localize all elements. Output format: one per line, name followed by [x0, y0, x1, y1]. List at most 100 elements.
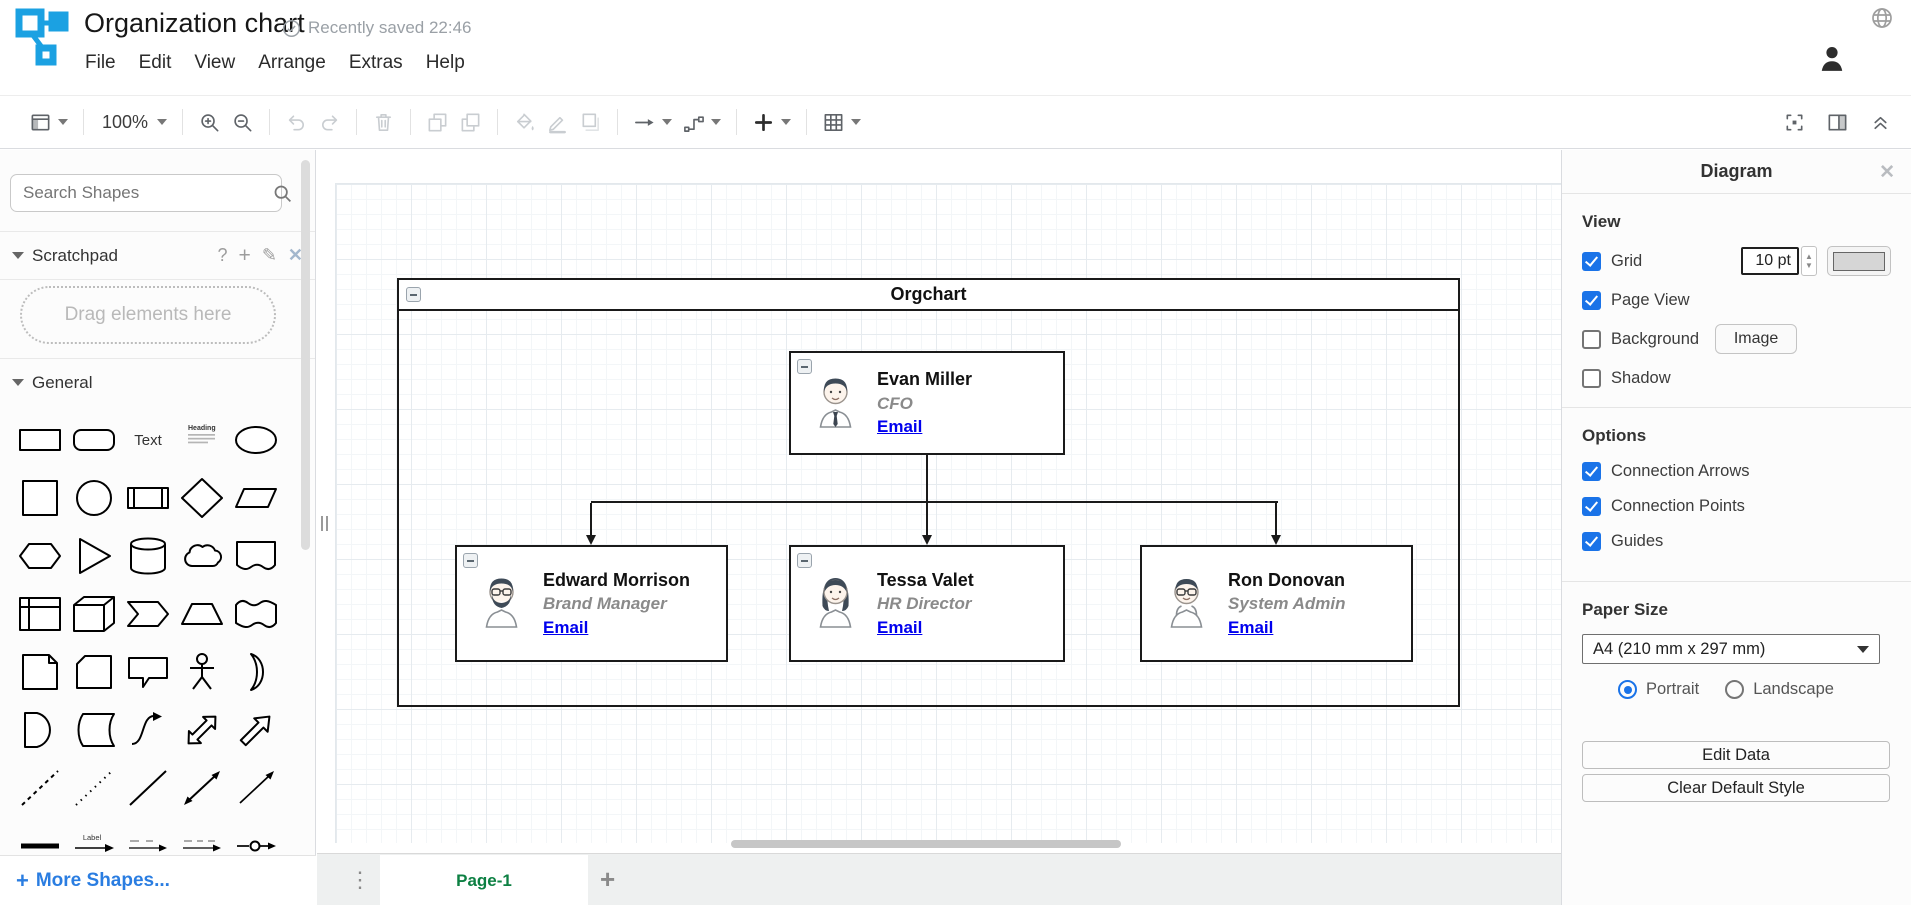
undo-button[interactable] [280, 107, 313, 138]
shape-circle[interactable] [67, 472, 121, 523]
shape-or[interactable] [229, 646, 283, 697]
shape-cloud[interactable] [175, 530, 229, 581]
collapse-expand-button[interactable] [1864, 107, 1897, 138]
clear-default-style-button[interactable]: Clear Default Style [1582, 774, 1890, 802]
scratchpad-add-icon[interactable]: + [238, 243, 251, 267]
background-checkbox[interactable] [1582, 329, 1601, 349]
shape-card[interactable] [67, 646, 121, 697]
email-link[interactable]: Email [877, 617, 923, 637]
shape-label-arrow[interactable]: Label [67, 820, 121, 871]
shape-document[interactable] [229, 530, 283, 581]
landscape-radio-option[interactable]: Landscape [1725, 680, 1834, 699]
shape-data-storage[interactable] [67, 704, 121, 755]
connection-points-checkbox[interactable] [1582, 496, 1601, 516]
shape-cube[interactable] [67, 588, 121, 639]
shape-rounded-rectangle[interactable] [67, 414, 121, 465]
view-panel-button[interactable] [24, 107, 73, 138]
shape-labeled-connector-2[interactable] [175, 820, 229, 871]
edit-data-button[interactable]: Edit Data [1582, 741, 1890, 769]
shape-trapezoid[interactable] [175, 588, 229, 639]
email-link[interactable]: Email [1228, 617, 1274, 637]
to-front-button[interactable] [421, 107, 454, 138]
to-back-button[interactable] [454, 107, 487, 138]
shape-rectangle[interactable] [13, 414, 67, 465]
guides-checkbox[interactable] [1582, 531, 1601, 551]
shape-line[interactable] [121, 762, 175, 813]
shape-tape[interactable] [229, 588, 283, 639]
scratchpad-dropzone[interactable]: Drag elements here [20, 286, 276, 344]
canvas-horizontal-scrollbar[interactable] [731, 840, 1121, 848]
email-link[interactable]: Email [877, 417, 923, 437]
email-link[interactable]: Email [543, 617, 589, 637]
orgchart-group[interactable]: Orgchart [397, 278, 1460, 707]
grid-color-button[interactable] [1827, 246, 1891, 276]
scratchpad-edit-icon[interactable]: ✎ [261, 245, 277, 265]
edge-to-edward[interactable] [590, 503, 592, 536]
grid-size-input[interactable] [1741, 247, 1799, 275]
edge-to-ron[interactable] [1275, 503, 1277, 536]
insert-button[interactable] [747, 107, 796, 138]
zoom-out-button[interactable] [226, 107, 259, 138]
org-node-edward-morrison[interactable]: Edward Morrison Brand Manager Email [455, 545, 728, 662]
menu-item-edit[interactable]: Edit [138, 52, 172, 73]
menu-item-help[interactable]: Help [425, 52, 465, 73]
org-node-tessa-valet[interactable]: Tessa Valet HR Director Email [789, 545, 1065, 662]
general-section-header[interactable]: General [0, 359, 315, 406]
waypoints-button[interactable] [677, 107, 726, 138]
document-title[interactable]: Organization chart [84, 8, 305, 38]
edge-to-tessa[interactable] [926, 503, 928, 536]
search-shapes-input[interactable] [10, 174, 282, 212]
fill-color-button[interactable] [508, 107, 541, 138]
edge-bus[interactable] [591, 501, 1278, 503]
landscape-radio[interactable] [1725, 680, 1745, 699]
edge-evan-bus[interactable] [926, 455, 928, 503]
diagram-canvas[interactable]: Orgchart Evan Miller CFO Email Edward Mo [317, 150, 1561, 853]
shape-curve[interactable] [121, 704, 175, 755]
shadow-button[interactable] [574, 107, 607, 138]
menu-item-file[interactable]: File [85, 52, 116, 73]
shape-square[interactable] [13, 472, 67, 523]
fullscreen-button[interactable] [1778, 107, 1811, 138]
portrait-radio-option[interactable]: Portrait [1618, 680, 1699, 699]
shape-dotted-line[interactable] [67, 762, 121, 813]
pages-menu-icon[interactable]: ⋮ [349, 867, 371, 892]
shape-labeled-connector[interactable] [121, 820, 175, 871]
shape-arrow[interactable] [229, 704, 283, 755]
paper-size-select[interactable]: A4 (210 mm x 297 mm) [1582, 634, 1880, 664]
shape-parallelogram[interactable] [229, 472, 283, 523]
table-button[interactable] [817, 107, 866, 138]
menu-item-extras[interactable]: Extras [348, 52, 403, 73]
collapse-icon[interactable] [797, 359, 812, 374]
format-panel-button[interactable] [1821, 107, 1854, 138]
user-icon[interactable] [1819, 44, 1845, 77]
shape-step[interactable] [121, 588, 175, 639]
scratchpad-help-icon[interactable]: ? [217, 245, 228, 265]
shape-dashed-line[interactable] [13, 762, 67, 813]
shape-textbox[interactable]: Heading [175, 414, 229, 465]
menu-item-view[interactable]: View [194, 52, 236, 73]
tab-page-1[interactable]: Page-1 [380, 855, 588, 905]
scratchpad-section-header[interactable]: Scratchpad ? + ✎ ✕ [0, 232, 315, 279]
menu-item-arrange[interactable]: Arrange [258, 52, 326, 73]
shape-connector-with-symbol[interactable] [229, 820, 283, 871]
redo-button[interactable] [313, 107, 346, 138]
scratchpad-close-icon[interactable]: ✕ [287, 245, 303, 265]
org-node-evan-miller[interactable]: Evan Miller CFO Email [789, 351, 1065, 455]
org-node-ron-donovan[interactable]: Ron Donovan System Admin Email [1140, 545, 1413, 662]
globe-icon[interactable] [1870, 6, 1894, 35]
zoom-in-button[interactable] [193, 107, 226, 138]
shape-actor[interactable] [175, 646, 229, 697]
shape-link[interactable] [13, 820, 67, 871]
shape-ellipse[interactable] [229, 414, 283, 465]
page-view-checkbox[interactable] [1582, 290, 1601, 310]
shape-process[interactable] [121, 472, 175, 523]
more-shapes-button[interactable]: + More Shapes... [0, 855, 316, 905]
collapse-icon[interactable] [797, 553, 812, 568]
shape-directional-connector[interactable] [229, 762, 283, 813]
grid-size-stepper[interactable]: ▲▼ [1801, 246, 1817, 276]
image-button[interactable]: Image [1715, 324, 1798, 354]
shape-text[interactable]: Text [121, 414, 175, 465]
connection-arrows-checkbox[interactable] [1582, 461, 1601, 481]
line-color-button[interactable] [541, 107, 574, 138]
shape-callout[interactable] [121, 646, 175, 697]
